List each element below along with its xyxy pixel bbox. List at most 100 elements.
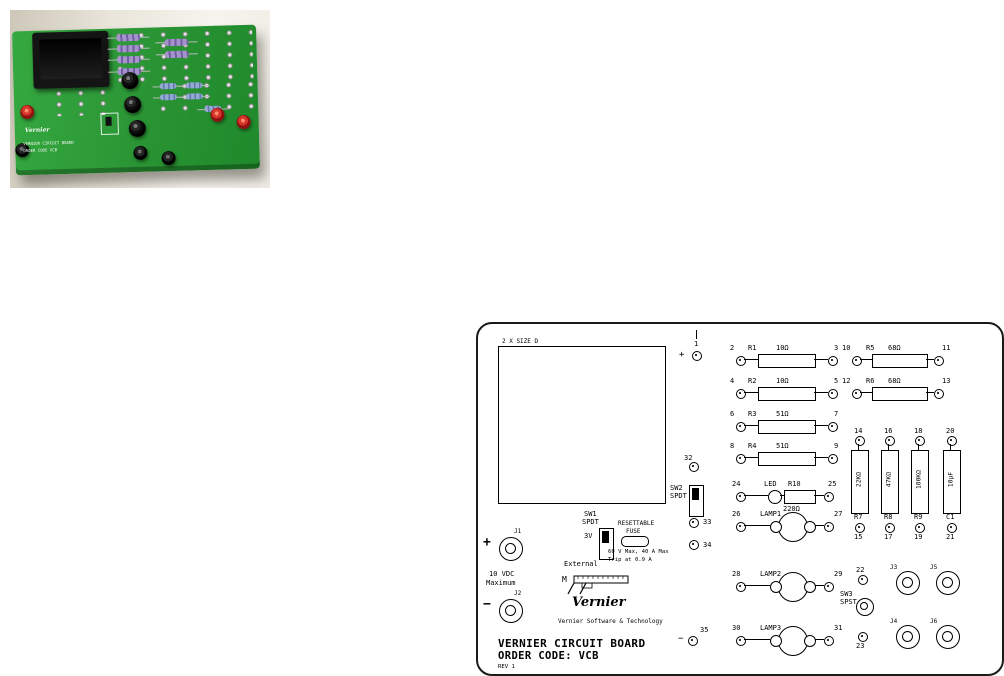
switch-type: SPDT (582, 518, 599, 526)
resistor (116, 44, 141, 53)
lamp-label: LAMP3 (760, 624, 782, 632)
terminal-dot-grid (47, 86, 107, 117)
spring-terminal (824, 582, 834, 592)
lead (888, 444, 890, 450)
lamp-symbol (778, 512, 808, 542)
lamp-contact (804, 521, 816, 533)
lamp-contact (804, 581, 816, 593)
resistor-ref: R8 (884, 513, 893, 521)
spring-terminal (852, 389, 862, 399)
fuse-spec: 60 V Max, 40 A Max (608, 549, 669, 555)
spring-terminal (736, 582, 746, 592)
terminal-number: 31 (834, 624, 843, 632)
sw1-slide-switch (599, 528, 614, 560)
terminal-number: 35 (700, 626, 709, 634)
banana-jack-j6 (936, 625, 960, 649)
capacitor-ref: C1 (946, 513, 955, 521)
lead (814, 392, 828, 394)
silkscreen-order-code: ORDER CODE VCB (23, 147, 58, 154)
resistor-value: 47KΩ (885, 471, 893, 488)
resistor-ref: R4 (748, 442, 757, 450)
terminal-number: 6 (730, 410, 735, 418)
terminal-number: 29 (834, 570, 843, 578)
fuse-symbol (621, 536, 649, 547)
switch-type: SPDT (670, 492, 687, 500)
terminal-number: 8 (730, 442, 735, 450)
fuse-label: FUSE (626, 528, 641, 535)
resistor-ref: R1 (748, 344, 757, 352)
capacitor-symbol (943, 450, 961, 514)
diagram-title: VERNIER CIRCUIT BOARD (498, 637, 646, 650)
spring-terminal (934, 356, 944, 366)
lead (696, 330, 698, 339)
spring-terminal (736, 389, 746, 399)
banana-jack-red (236, 114, 251, 130)
lead (744, 425, 758, 427)
terminal-number: 23 (856, 642, 865, 650)
terminal-number: 26 (732, 510, 741, 518)
resistor-symbol (784, 490, 816, 504)
resistor-value: 10Ω (776, 377, 789, 385)
spring-terminal (828, 389, 838, 399)
resistor-ref: R5 (866, 344, 875, 352)
plus-sign: + (679, 350, 685, 360)
plus-sign: + (483, 535, 491, 550)
lead (744, 585, 770, 587)
terminal-number: 14 (854, 427, 863, 435)
terminal-number: 21 (946, 533, 955, 541)
resistor-ref: R10 (788, 480, 801, 488)
terminal-number: 10 (842, 344, 851, 352)
terminal-number: 32 (684, 454, 693, 462)
lamp-socket (121, 71, 139, 90)
banana-jack-red (20, 104, 35, 120)
fuse-label: RESETTABLE (618, 520, 655, 527)
spring-terminal (885, 436, 895, 446)
logo-tagline: Vernier Software & Technology (558, 618, 663, 625)
spring-terminal (947, 523, 957, 533)
svg-text:M: M (562, 575, 567, 584)
spring-terminal (736, 422, 746, 432)
spring-terminal (915, 436, 925, 446)
resistor-value: 51Ω (776, 410, 789, 418)
order-code: ORDER CODE: VCB (498, 650, 599, 662)
switch-type: SPST (840, 598, 857, 606)
terminal-number: 28 (732, 570, 741, 578)
circuit-board-diagram: 2 X SIZE D 1 + 2 R1 10Ω 3 4 R2 10Ω 5 6 R… (476, 322, 1004, 676)
voltage-rating: Maximum (486, 579, 516, 587)
switch-name: SW3 (840, 590, 853, 598)
minus-sign: − (678, 634, 684, 644)
lamp-contact (804, 635, 816, 647)
spring-terminal (934, 389, 944, 399)
terminal-number: 19 (914, 533, 923, 541)
jack-label: J3 (890, 564, 898, 571)
resistor-value: 22KΩ (855, 471, 863, 488)
resistor-ref: R3 (748, 410, 757, 418)
resistor-symbol (872, 354, 928, 368)
terminal-number: 7 (834, 410, 839, 418)
spring-terminal (736, 522, 746, 532)
spring-terminal (855, 436, 865, 446)
spring-terminal (858, 632, 868, 642)
lamp-contact (770, 521, 782, 533)
jack-label: J1 (514, 528, 522, 535)
minus-sign: − (483, 597, 491, 612)
revision-label: REV 1 (498, 664, 515, 670)
lead (744, 392, 758, 394)
lead (918, 444, 920, 450)
resistor (164, 38, 189, 47)
slide-switch (100, 112, 119, 135)
spring-terminal (858, 575, 868, 585)
jack-label: J4 (890, 618, 898, 625)
terminal-number: 3 (834, 344, 839, 352)
spring-terminal (736, 454, 746, 464)
terminal-number: 33 (703, 518, 712, 526)
resistor-value: 68Ω (888, 377, 901, 385)
terminal-number: 4 (730, 377, 735, 385)
banana-jack-red (210, 107, 225, 122)
lead (926, 359, 934, 361)
lamp-socket (128, 119, 147, 138)
lead (814, 359, 828, 361)
banana-jack-black (161, 150, 176, 166)
spring-terminal (688, 636, 698, 646)
terminal-number: 16 (884, 427, 893, 435)
